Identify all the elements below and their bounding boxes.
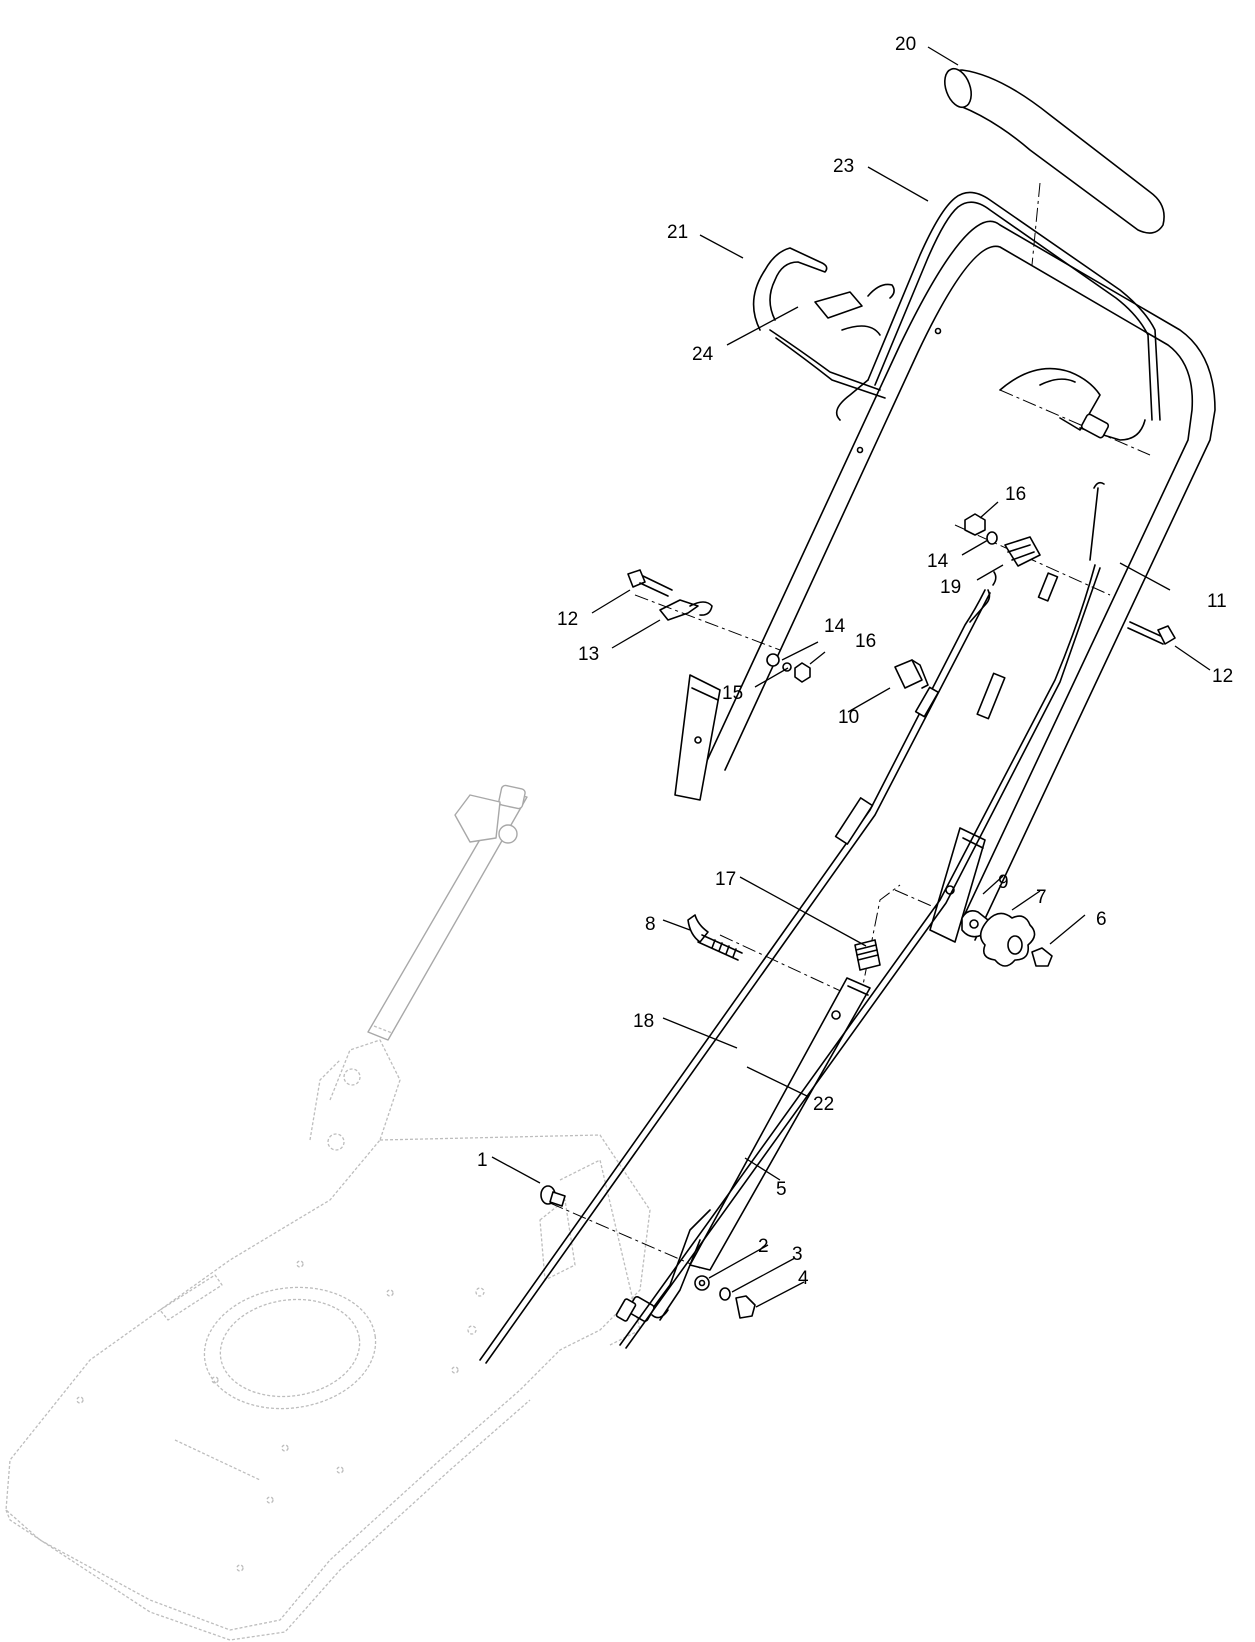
- callout-18: 18: [633, 1011, 654, 1032]
- callout-5: 5: [776, 1179, 787, 1200]
- cable-lower-anchor: [615, 1298, 637, 1322]
- callout-12-right: 12: [1212, 666, 1233, 687]
- flat-washer: [694, 1275, 710, 1291]
- callout-12-left: 12: [557, 609, 578, 630]
- upper-handle-left-end: [674, 674, 721, 801]
- handle-knob: [979, 912, 1036, 967]
- callout-6: 6: [1096, 909, 1107, 930]
- mower-deck-ghost: [5, 1039, 651, 1641]
- shoulder-bolt: [540, 1185, 566, 1207]
- callout-14-left: 14: [824, 616, 846, 637]
- callout-23: 23: [833, 156, 854, 177]
- callout-14-upper: 14: [927, 551, 949, 572]
- carriage-bolt-right: [1127, 621, 1176, 645]
- washer-upper: [986, 531, 998, 545]
- callout-8: 8: [645, 914, 656, 935]
- left-fasteners: [766, 653, 811, 683]
- handle-grip: [944, 67, 1165, 234]
- callout-20: 20: [895, 34, 916, 55]
- upper-handle-right-end: [929, 827, 986, 943]
- knob-screw: [1031, 947, 1053, 967]
- latch-clip: [814, 283, 895, 319]
- callout-11: 11: [1207, 591, 1227, 612]
- callout-9: 9: [998, 872, 1009, 893]
- callout-3: 3: [792, 1244, 803, 1265]
- lower-handle: [627, 977, 871, 1322]
- callout-16-left: 16: [855, 631, 876, 652]
- callout-22: 22: [813, 1094, 834, 1115]
- callout-15: 15: [722, 683, 743, 704]
- callout-21: 21: [667, 222, 688, 243]
- callout-1: 1: [477, 1150, 488, 1171]
- cable-guide: [659, 599, 713, 621]
- callout-labels: 20 23 21 24 16 14 19 11 12 13 14 16 15 1…: [477, 34, 1233, 1289]
- handle-bushing: [854, 939, 881, 971]
- callout-19: 19: [940, 577, 961, 598]
- left-lower-handle-ghost: [367, 784, 528, 1041]
- callout-7: 7: [1036, 887, 1047, 908]
- handle-bolt: [687, 914, 743, 961]
- callout-16-upper: 16: [1005, 484, 1026, 505]
- assembly-centerlines: [549, 182, 1151, 1269]
- carriage-bolt-left: [627, 569, 673, 597]
- leader-lines: [491, 46, 1211, 1308]
- callout-2: 2: [758, 1236, 769, 1257]
- cable-holder: [894, 659, 929, 689]
- callout-10: 10: [838, 707, 859, 728]
- callout-4: 4: [798, 1268, 809, 1289]
- upper-handle: [704, 220, 1216, 941]
- cable-clip: [1004, 536, 1041, 567]
- control-lever: [752, 247, 886, 399]
- lock-washer: [719, 1287, 731, 1301]
- callout-24: 24: [692, 344, 714, 365]
- bail-bar: [835, 191, 1161, 441]
- callout-17: 17: [715, 869, 736, 890]
- cable-assemblies: [479, 481, 1105, 1364]
- acorn-nut: [735, 1295, 756, 1319]
- callout-13: 13: [578, 644, 599, 665]
- locknut-upper: [964, 513, 986, 536]
